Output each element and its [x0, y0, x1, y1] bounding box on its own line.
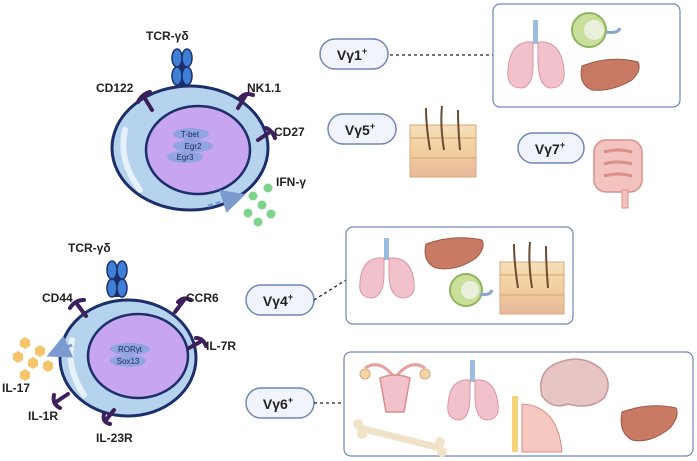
vg6-subset: Vγ6+: [245, 351, 694, 457]
skin-icon: [499, 241, 565, 315]
cd122-marker-icon: [136, 90, 154, 112]
cd44-marker-icon: [68, 298, 88, 318]
factor-tbet: T-bet: [181, 130, 200, 139]
cd27-label: CD27: [274, 125, 305, 139]
factor-egr2: Egr2: [185, 142, 202, 151]
vg5-subset: Vγ5+: [327, 105, 477, 178]
vg4-label: Vγ4+: [263, 292, 293, 309]
vg4-subset: Vγ4+: [245, 226, 574, 325]
il23r-label: IL-23R: [96, 431, 133, 445]
vg5-pill: [327, 113, 397, 145]
liver-icon: [620, 405, 678, 442]
vg5-label: Vγ5+: [345, 121, 375, 138]
ifn-gamma-particles: [243, 183, 276, 227]
tcr-label-bottom: TCR-γδ: [68, 241, 111, 255]
vg1-label: Vγ1+: [337, 46, 367, 63]
uterus-icon: [359, 363, 431, 413]
il17-producing-cell: RORγt Sox13 TCR-γδ CD44 CCR6 IL-7R IL-1R…: [2, 241, 236, 445]
intestine-icon: [593, 139, 643, 209]
nk11-label: NK1.1: [247, 81, 281, 95]
liver-icon: [580, 58, 640, 91]
il7r-label: IL-7R: [206, 339, 236, 353]
nk11-marker-icon: [236, 92, 255, 110]
lung-icon: [359, 238, 415, 299]
il23r-marker-icon: [101, 408, 116, 426]
lung-icon: [447, 360, 499, 421]
brain-icon: [540, 358, 609, 407]
vg6-label: Vγ6+: [263, 395, 293, 412]
ccr6-label: CCR6: [186, 291, 219, 305]
nucleus-bottom: [86, 312, 190, 400]
vg1-tissue-panel: [492, 3, 681, 108]
vg7-subset: Vγ7+: [517, 132, 643, 209]
factor-egr3: Egr3: [177, 153, 194, 162]
il1r-marker-icon: [51, 392, 70, 410]
tcr-receptor-top-icon: [171, 48, 193, 86]
vg7-label: Vγ7+: [535, 140, 565, 157]
bone-icon: [353, 419, 447, 457]
ccr6-marker-icon: [173, 296, 193, 314]
vg7-pill: [517, 132, 585, 164]
factor-sox13: Sox13: [117, 357, 140, 366]
cd44-label: CD44: [42, 291, 73, 305]
ifn-gamma-label: IFN-γ: [276, 175, 306, 189]
il17-label: IL-17: [2, 381, 30, 395]
il7r-marker-icon: [187, 336, 208, 350]
cd122-label: CD122: [96, 81, 134, 95]
vg1-subset: Vγ1+: [319, 3, 681, 108]
skin-icon: [409, 105, 477, 178]
ifn-producing-cell: T-bet Egr2 Egr3 TCR-γδ CD122 NK1.1 CD27 …: [96, 29, 306, 227]
factor-rorgt: RORγt: [118, 345, 143, 354]
lymph-node-icon: [571, 12, 622, 48]
vg1-pill: [319, 38, 389, 70]
tcr-receptor-bottom-icon: [106, 260, 128, 298]
lung-icon: [507, 20, 565, 89]
il17-particles: [13, 337, 53, 381]
lymph-node-icon: [449, 273, 494, 307]
cd27-marker-icon: [256, 126, 277, 142]
il1r-label: IL-1R: [28, 409, 58, 423]
dermis-icon: [512, 396, 563, 453]
liver-icon: [424, 237, 484, 270]
tcr-label-top: TCR-γδ: [146, 29, 189, 43]
